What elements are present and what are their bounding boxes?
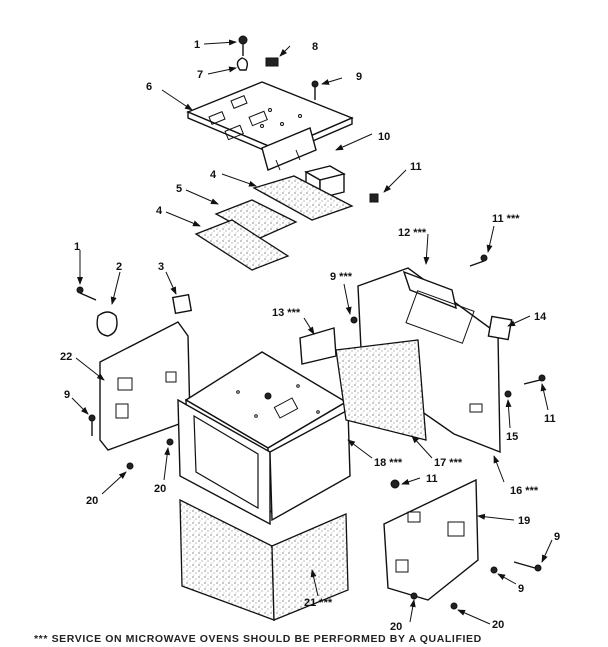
callout-9: 9 *** bbox=[330, 271, 353, 283]
callout-18: 18 *** bbox=[374, 457, 403, 469]
bracket bbox=[261, 127, 317, 171]
callout-22: 22 bbox=[60, 351, 72, 363]
bottom-shell bbox=[179, 498, 349, 621]
service-warning-note: *** SERVICE ON MICROWAVE OVENS SHOULD BE… bbox=[34, 633, 482, 645]
callout-11: 11 bbox=[410, 161, 422, 173]
leader-arrows bbox=[71, 39, 553, 625]
callout-17: 17 *** bbox=[434, 457, 463, 469]
callout-19: 19 bbox=[518, 515, 530, 527]
callout-labels: 1 8 7 9 6 10 11 4 5 4 12 *** 11 *** 1 2 … bbox=[60, 39, 560, 633]
callout-20: 20 bbox=[390, 621, 402, 633]
callout-9: 9 bbox=[554, 531, 560, 543]
back-panel bbox=[383, 478, 542, 610]
callout-1: 1 bbox=[194, 39, 200, 51]
callout-4: 4 bbox=[210, 169, 217, 181]
filter-pads bbox=[194, 175, 354, 271]
waveguide-cover bbox=[299, 327, 337, 365]
small-fasteners-top bbox=[236, 35, 319, 100]
callout-2: 2 bbox=[116, 261, 122, 273]
callout-11: 11 bbox=[544, 413, 556, 425]
callout-12: 12 *** bbox=[398, 227, 427, 239]
callout-3: 3 bbox=[158, 261, 164, 273]
callout-9: 9 bbox=[64, 389, 70, 401]
oven-cavity bbox=[177, 351, 351, 526]
callout-13: 13 *** bbox=[272, 307, 301, 319]
right-outer-panel bbox=[357, 267, 513, 454]
callout-4: 4 bbox=[156, 205, 163, 217]
callout-20: 20 bbox=[86, 495, 98, 507]
callout-14: 14 bbox=[534, 311, 547, 323]
callout-15: 15 bbox=[506, 431, 518, 443]
callout-20: 20 bbox=[154, 483, 166, 495]
callout-9: 9 bbox=[518, 583, 524, 595]
callout-10: 10 bbox=[378, 131, 390, 143]
inner-liner bbox=[335, 339, 427, 441]
callout-8: 8 bbox=[312, 41, 318, 53]
callout-11: 11 *** bbox=[492, 213, 520, 225]
callout-7: 7 bbox=[197, 69, 203, 81]
callout-9: 9 bbox=[356, 71, 362, 83]
callout-20: 20 bbox=[492, 619, 504, 631]
callout-5: 5 bbox=[176, 183, 182, 195]
callout-21: 21 *** bbox=[304, 597, 333, 609]
callout-16: 16 *** bbox=[510, 485, 539, 497]
callout-11: 11 bbox=[426, 473, 438, 485]
side-screws bbox=[88, 254, 546, 470]
left-side-panel bbox=[76, 286, 193, 451]
callout-6: 6 bbox=[146, 81, 152, 93]
callout-1: 1 bbox=[74, 241, 80, 253]
